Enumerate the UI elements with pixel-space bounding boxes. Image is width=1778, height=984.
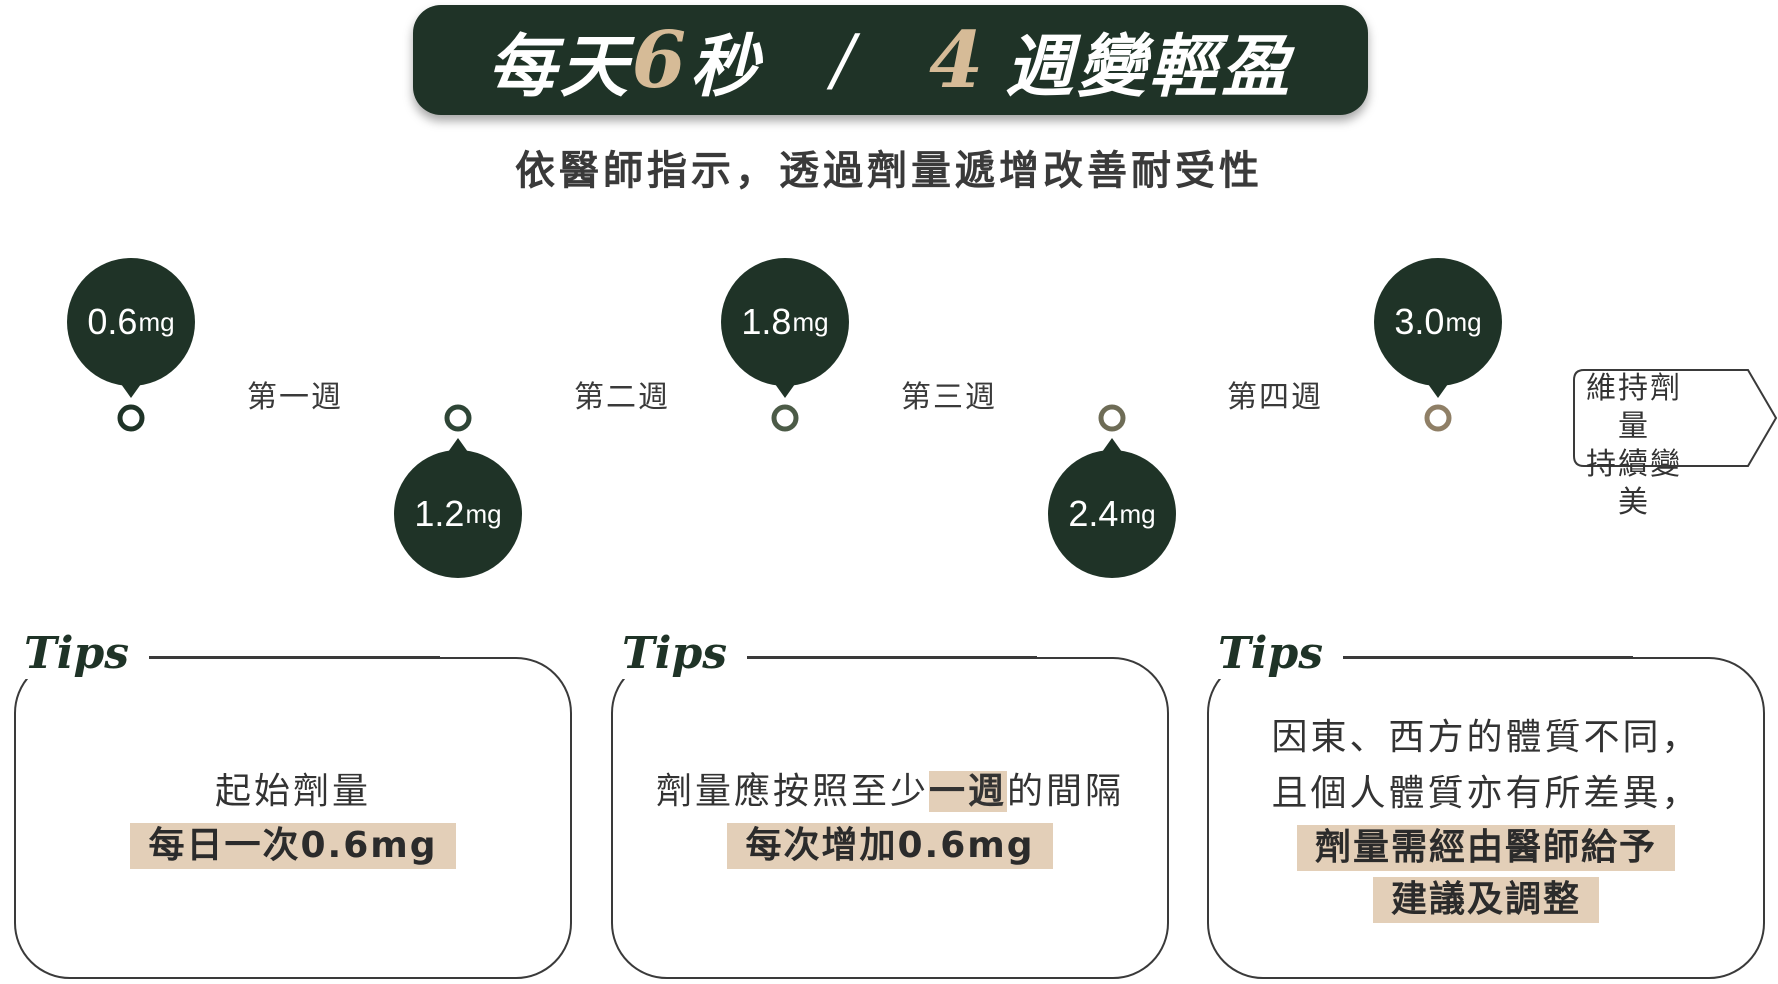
- tip-2-text: 劑量應按照至少一週的間隔: [656, 764, 1124, 820]
- tip-card-3: 因東、西方的體質不同， 且個人體質亦有所差異， 劑量需經由醫師給予 建議及調整: [1207, 657, 1765, 979]
- tip-3-heading: Tips: [1194, 628, 1343, 679]
- tip-2-text-pre: 劑量應按照至少: [655, 771, 929, 812]
- timeline-node-1: [117, 404, 145, 432]
- dose-unit: mg: [1445, 306, 1482, 337]
- tip-card-2: 劑量應按照至少一週的間隔 每次增加0.6mg: [611, 657, 1169, 979]
- title-text-3: 週變輕盈: [1005, 26, 1294, 107]
- week-label-4: 第四週: [1227, 380, 1323, 415]
- tip-2-highlight: 每次增加0.6mg: [727, 823, 1053, 869]
- dose-value: 1.2: [414, 493, 465, 534]
- tip-3-line-2: 且個人體質亦有所差異，: [1271, 773, 1701, 814]
- maintain-line-2: 持續變美: [1586, 447, 1682, 520]
- subtitle: 依醫師指示，透過劑量遞增改善耐受性: [515, 148, 1263, 194]
- dose-value: 3.0: [1394, 301, 1445, 342]
- maintain-label: 維持劑量 持續變美: [1574, 370, 1694, 522]
- timeline-node-4: [1098, 404, 1126, 432]
- week-label-3: 第三週: [901, 380, 997, 415]
- timeline-node-5: [1424, 404, 1452, 432]
- week-label-1: 第一週: [247, 380, 343, 415]
- title-number-4: 4: [928, 14, 988, 106]
- tip-3-highlight-1: 劑量需經由醫師給予: [1296, 825, 1675, 871]
- dose-unit: mg: [138, 306, 175, 337]
- week-label-2: 第二週: [574, 380, 670, 415]
- tip-2-text-post: 的間隔: [1007, 771, 1125, 812]
- title-banner: 每天 6 秒 / 4 週變輕盈: [413, 5, 1368, 115]
- title-text-1: 每天: [487, 26, 632, 107]
- dose-value: 1.8: [741, 301, 792, 342]
- dose-value: 2.4: [1068, 493, 1119, 534]
- tip-1-heading: Tips: [0, 628, 149, 679]
- title-number-6: 6: [631, 14, 691, 106]
- timeline-node-3: [771, 404, 799, 432]
- tip-1-highlight: 每日一次0.6mg: [130, 823, 456, 869]
- title-text-2: 秒: [690, 26, 763, 107]
- dose-value: 0.6: [87, 301, 138, 342]
- maintain-line-1: 維持劑量: [1586, 371, 1682, 444]
- maintain-arrow-box: [1573, 369, 1778, 467]
- dose-unit: mg: [792, 306, 829, 337]
- tip-2-rule: [737, 656, 1037, 658]
- tip-1-rule: [140, 656, 440, 658]
- tip-2-heading: Tips: [598, 628, 747, 679]
- tip-card-1: 起始劑量 每日一次0.6mg: [14, 657, 572, 979]
- dose-unit: mg: [465, 498, 502, 529]
- tip-3-rule: [1333, 656, 1633, 658]
- tip-3-highlight-2: 建議及調整: [1372, 877, 1599, 923]
- tip-1-text: 起始劑量: [214, 771, 371, 812]
- dose-unit: mg: [1119, 498, 1156, 529]
- tip-2-text-emphasis: 一週: [928, 771, 1007, 812]
- timeline-node-2: [444, 404, 472, 432]
- title-separator: /: [832, 20, 859, 100]
- tip-3-line-1: 因東、西方的體質不同，: [1271, 717, 1701, 758]
